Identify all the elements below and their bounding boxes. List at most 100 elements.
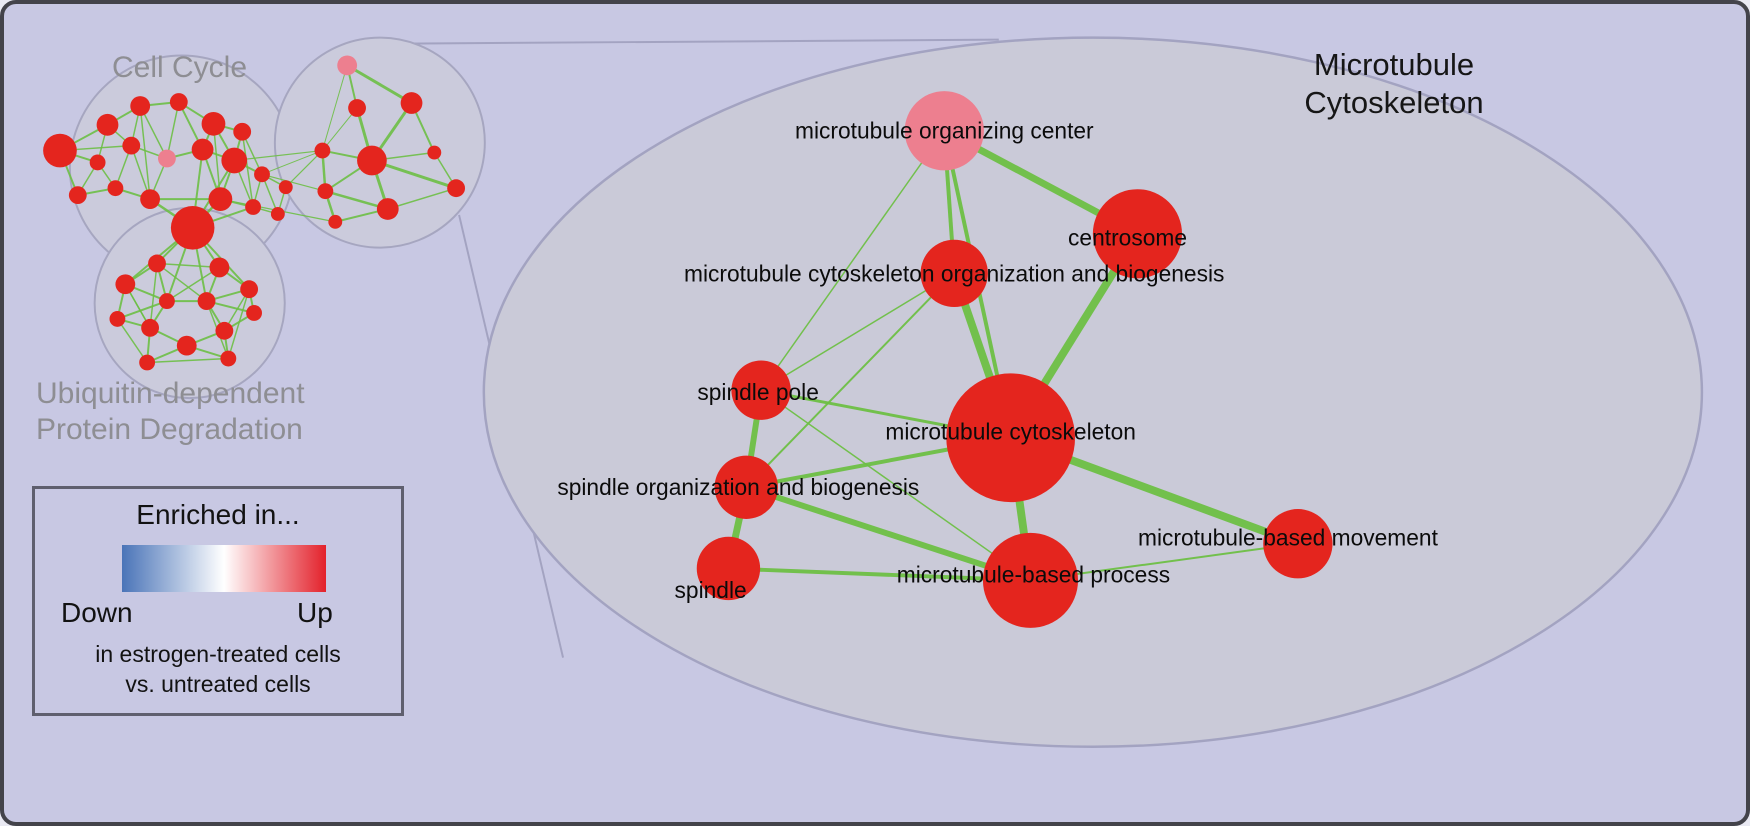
- overview-node-mm0: [337, 55, 358, 76]
- overview-node-ub6: [141, 318, 160, 337]
- overview-node-cc1: [96, 113, 119, 136]
- overview-node-cc16: [270, 207, 285, 221]
- detail-node-cytoskeleton: [946, 373, 1076, 503]
- detail-edge-spindle-process: [728, 566, 1031, 583]
- microtubule-title-line2: Cytoskeleton: [1304, 85, 1484, 120]
- overview-node-mm8: [427, 145, 442, 160]
- detail-node-label-centrosome: centrosome: [1068, 225, 1187, 251]
- overview-node-cc2: [130, 96, 151, 116]
- legend-caption-line1: in estrogen-treated cells: [95, 641, 341, 667]
- overview-edge: [166, 266, 220, 302]
- detail-node-label-movement: microtubule-based movement: [1138, 525, 1439, 551]
- detail-edge-mcob-spindle_pole: [760, 272, 955, 391]
- detail-node-centrosome: [1092, 189, 1182, 279]
- overview-node-mm1: [348, 99, 366, 117]
- overview-node-ub12: [139, 354, 156, 371]
- detail-labels-group: microtubule organizing center centrosome m…: [557, 118, 1438, 604]
- overview-node-cc10: [254, 166, 270, 183]
- overview-node-ub7: [176, 335, 197, 356]
- overview-node-cc19: [278, 180, 293, 195]
- overview-node-mm3: [314, 142, 331, 159]
- overview-nodes-group: [43, 55, 466, 371]
- detail-node-process: [982, 532, 1079, 628]
- overview-node-ub9: [246, 305, 262, 321]
- detail-node-mcob: [920, 239, 988, 308]
- overview-node-mm7: [447, 179, 466, 198]
- detail-ellipse: [482, 36, 1704, 748]
- ubiquitin-label-line1: Ubiquitin-dependent: [36, 377, 305, 410]
- overview-node-cc11: [68, 186, 87, 205]
- detail-node-spindle_pole: [731, 360, 791, 420]
- overview-node-mm2: [400, 92, 423, 114]
- ubiquitin-label-line2: Protein Degradation: [36, 413, 303, 446]
- overview-node-cc0: [43, 133, 77, 168]
- overview-edge: [261, 173, 326, 192]
- detail-node-label-mcob: microtubule cytoskeleton organization an…: [684, 260, 1224, 286]
- detail-node-label-spindle_pole: spindle pole: [697, 379, 819, 405]
- overview-edge: [346, 64, 413, 105]
- microtubule-cluster-title: Microtubule Cytoskeleton: [1244, 46, 1544, 122]
- overview-edge: [166, 101, 180, 159]
- overview-node-ub1: [115, 274, 136, 295]
- overview-edge: [156, 262, 220, 269]
- overview-edge: [285, 150, 323, 188]
- overview-node-ub11: [197, 292, 216, 311]
- detail-node-label-process: microtubule-based process: [897, 561, 1170, 587]
- overview-node-ub5: [109, 310, 126, 327]
- overview-edge: [156, 262, 207, 302]
- detail-node-label-spindle_org: spindle organization and biogenesis: [557, 474, 919, 500]
- overview-node-mm6: [376, 198, 399, 220]
- overview-node-cc12: [107, 180, 124, 197]
- legend-up-label: Up: [297, 597, 333, 628]
- detail-nodes-group: [696, 91, 1333, 628]
- detail-node-spindle: [696, 536, 761, 601]
- overview-node-ub10: [159, 293, 175, 310]
- overview-node-cc13: [140, 189, 160, 209]
- legend-box: Enriched in... Down Up in estrogen-treat…: [32, 486, 404, 716]
- detail-node-label-spindle: spindle: [675, 577, 747, 603]
- detail-node-movement: [1263, 509, 1333, 579]
- overview-edge: [147, 357, 229, 364]
- overview-edge: [116, 318, 148, 363]
- overview-node-cc8: [191, 138, 214, 161]
- overview-node-cc17: [170, 206, 215, 250]
- overview-edge: [322, 107, 358, 151]
- overview-node-cc4: [201, 111, 226, 136]
- overview-edge: [117, 300, 168, 320]
- overview-node-cc18: [89, 154, 106, 171]
- overview-node-ub8: [215, 321, 234, 340]
- overview-node-ub4: [240, 280, 259, 299]
- overview-node-cc5: [233, 122, 252, 141]
- detail-node-moc: [904, 91, 984, 171]
- overview-node-cc15: [245, 199, 262, 215]
- detail-edge-spindle_pole-process: [760, 389, 1031, 581]
- overview-node-cc9: [221, 147, 248, 174]
- detail-edge-moc-spindle_pole: [760, 130, 945, 391]
- legend-gradient-bar: [122, 545, 326, 592]
- overview-edge: [261, 150, 323, 175]
- network-canvas: microtubule organizing center centrosome m…: [43, 36, 1704, 748]
- legend-caption-line2: vs. untreated cells: [125, 671, 311, 697]
- magnifier-line-top: [404, 38, 999, 45]
- detail-edge-spindle_org-process: [745, 484, 1032, 584]
- cell-cycle-cluster-label: Cell Cycle: [112, 51, 248, 84]
- detail-node-spindle_org: [714, 455, 778, 519]
- overview-node-mm5: [317, 183, 334, 200]
- detail-node-label-moc: microtubule organizing center: [795, 118, 1094, 144]
- legend-down-label: Down: [61, 597, 133, 628]
- legend-title: Enriched in...: [136, 499, 300, 530]
- overview-node-cc7: [158, 149, 176, 168]
- ubiquitin-cluster-label: Ubiquitin-dependent Protein Degradation: [36, 376, 305, 448]
- overview-edge: [321, 65, 348, 151]
- overview-node-cc14: [208, 187, 233, 211]
- overview-node-mm4: [357, 145, 387, 176]
- overview-node-ub2: [148, 254, 166, 273]
- overview-edge: [387, 187, 457, 210]
- overview-edge: [234, 149, 323, 162]
- detail-edge-mcob-spindle_org: [745, 272, 955, 488]
- overview-node-mm9: [328, 214, 343, 229]
- detail-node-label-cytoskeleton: microtubule cytoskeleton: [885, 419, 1136, 445]
- overview-node-ub13: [220, 350, 237, 367]
- overview-node-ub3: [209, 257, 230, 278]
- overview-edge: [227, 288, 250, 359]
